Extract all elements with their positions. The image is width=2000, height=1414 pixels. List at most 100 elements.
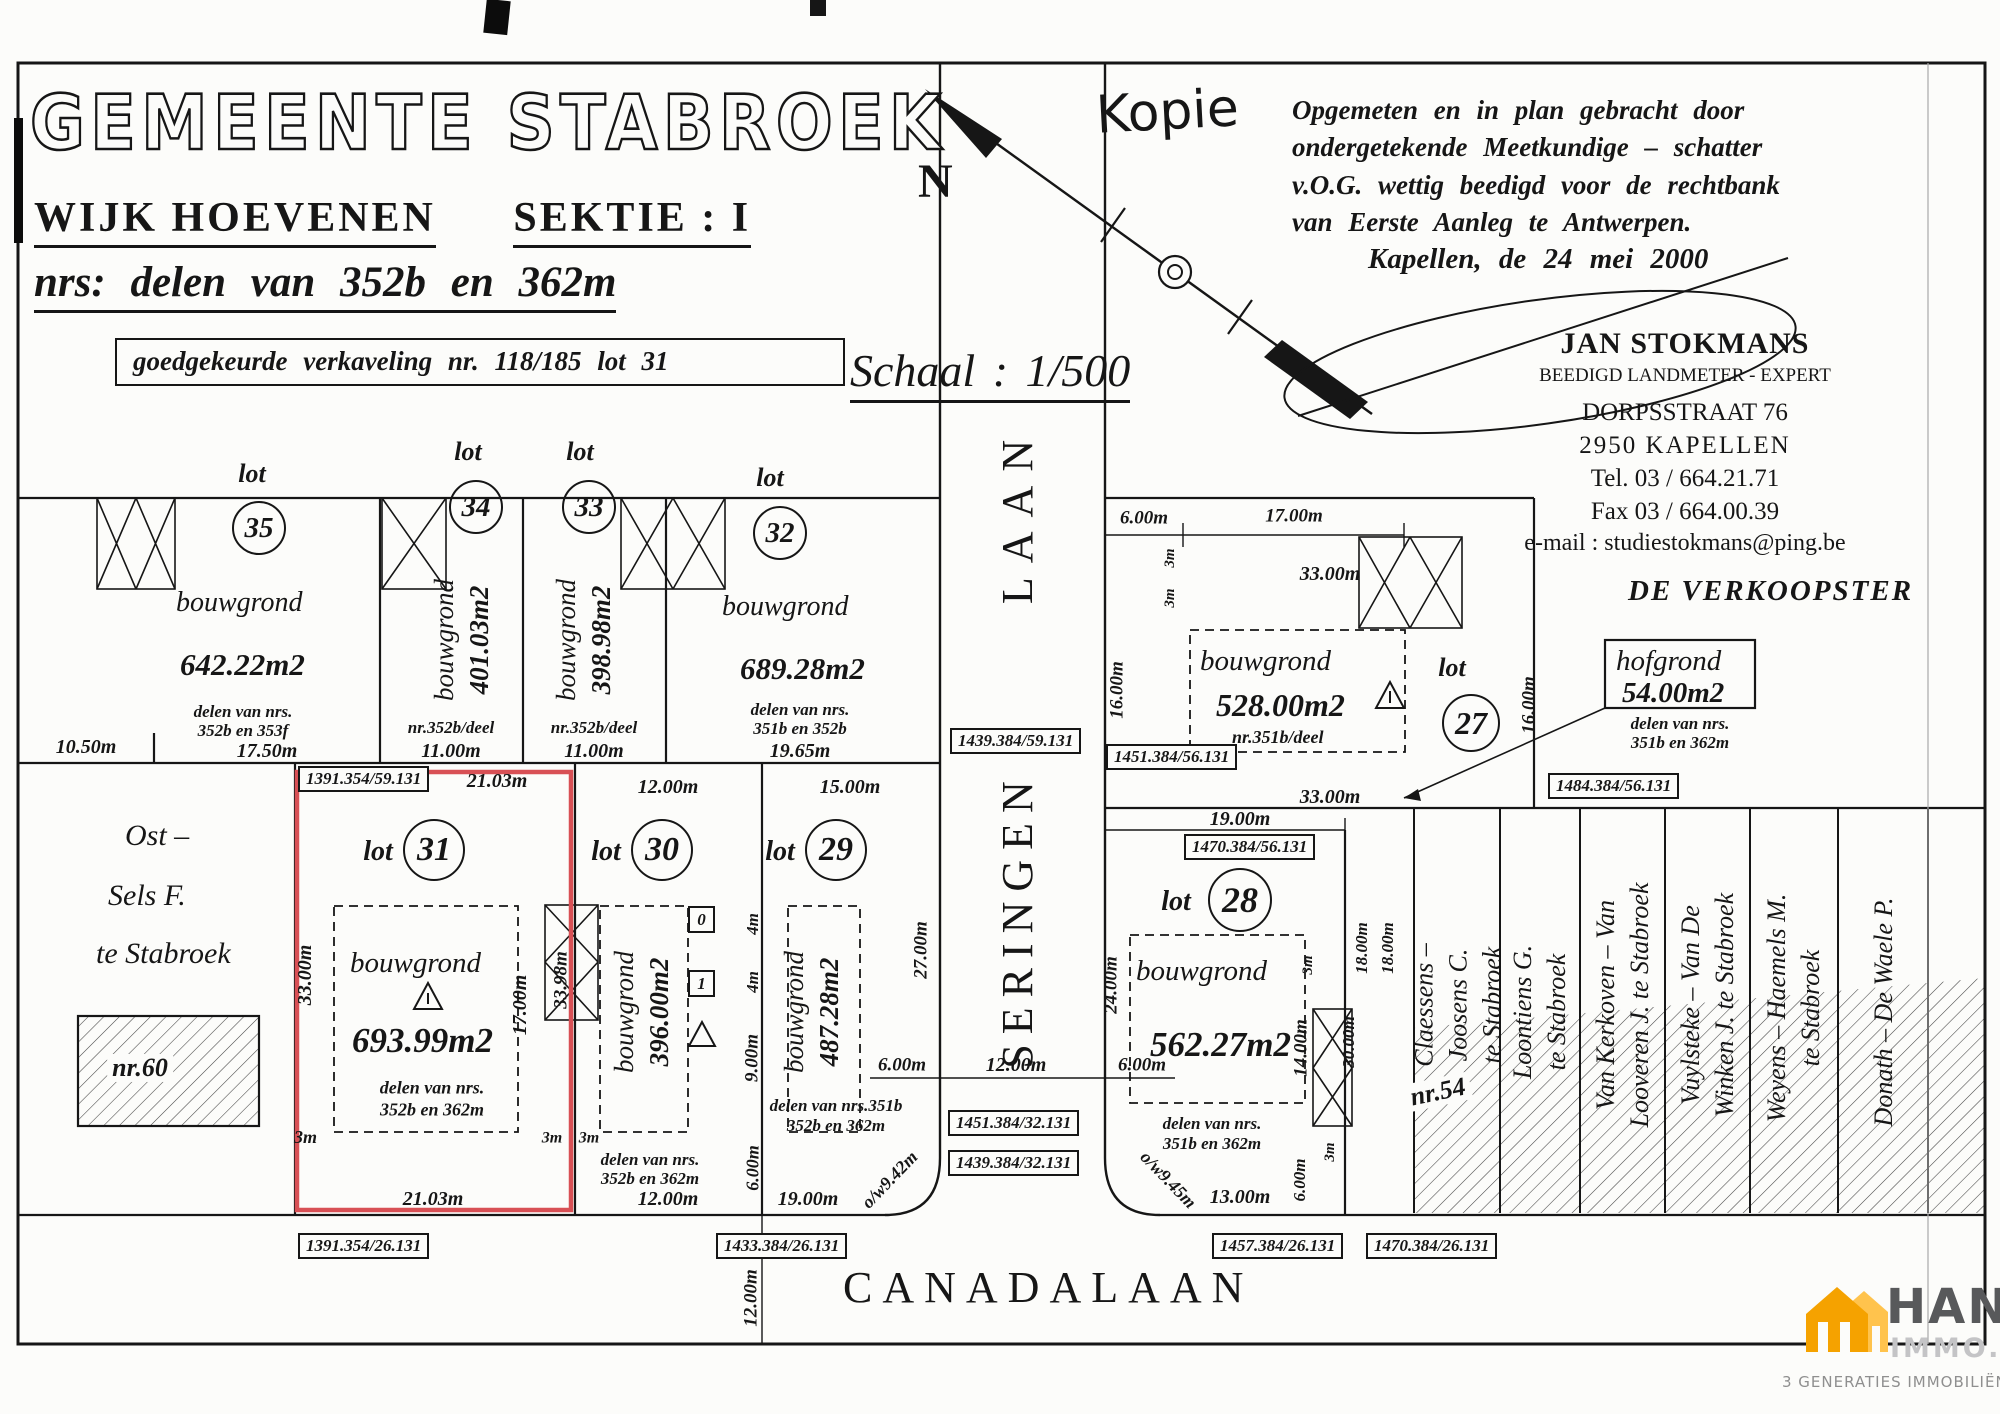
dim-lot30-bottom: 12.00m	[637, 1188, 699, 1211]
dim-lot30-4b: 4m	[742, 971, 762, 993]
logo-house-icon	[1806, 1287, 1888, 1352]
lot-33-use-area: bouwgrond 398.98m2	[549, 579, 619, 701]
dim-lot28-left: 24.00m	[1100, 956, 1122, 1014]
dim-lot29-top: 15.00m	[819, 776, 881, 799]
lot-31-area: 693.99m2	[352, 1021, 493, 1060]
dim-lot27-16-left: 16.00m	[1106, 661, 1128, 719]
dim-lot30-top: 12.00m	[637, 776, 699, 799]
dim-lot31-3m: 3m	[294, 1127, 318, 1147]
lot-29-parcels-1: delen van nrs.351b	[769, 1095, 903, 1115]
neighbor-vuylsteke-l1: Vuylsteke – Van De	[1676, 905, 1706, 1105]
dim-lot35-left: 10.50m	[55, 736, 117, 759]
neighbor-vuylsteke-l2: Winken J. te Stabroek	[1710, 892, 1739, 1118]
lot-32-area: 689.28m2	[740, 651, 865, 686]
lot-34-parcels-1: nr.352b/deel	[407, 717, 495, 737]
ref-right-upper: 1484.384/56.131	[1548, 773, 1680, 799]
dim-lot30-3b: 3m	[578, 1129, 600, 1147]
lot-35-word: lot	[238, 458, 266, 488]
statement-line-2: ondergetekende Meetkundige – schatter	[1292, 132, 1763, 163]
neighbor-van-kerkoven-l1: Van Kerkoven – Van	[1591, 899, 1621, 1111]
neighbor-van-kerkoven: Van Kerkoven – Van Looveren J. te Stabro…	[1589, 883, 1657, 1128]
lot-29-number: 29	[805, 819, 867, 881]
dim-lot28-3b: 3m	[1321, 1142, 1338, 1162]
dim-lot30-3a: 3m	[541, 1129, 563, 1147]
dim-lot29-bottom: 19.00m	[777, 1188, 839, 1211]
dim-lot33: 11.00m	[564, 740, 624, 763]
lot-32-use: bouwgrond	[722, 591, 849, 622]
lot-29-word: lot	[765, 835, 795, 867]
lot-31-parcels-1: delen van nrs.	[379, 1077, 485, 1098]
surveyor-dateline: Kapellen, de 24 mei 2000	[1368, 243, 1709, 275]
neighbor-donath-l1: Donath – De Waele P.	[1869, 897, 1899, 1127]
lot-33-word: lot	[566, 436, 594, 466]
building-outlines	[333, 629, 1406, 1133]
dim-lot28-14: 14.00m	[1290, 1019, 1312, 1077]
dim-street-6-left: 6.00m	[877, 1054, 927, 1076]
dim-lot28-bottom: 13.00m	[1209, 1186, 1271, 1209]
surveyor-city: 2950 KAPELLEN	[1579, 431, 1791, 459]
dim-lot34: 11.00m	[421, 740, 481, 763]
north-mark: N	[918, 155, 953, 208]
ref-lot28-top: 1470.384/56.131	[1184, 834, 1316, 860]
signature	[1283, 257, 1797, 435]
lot-30-use: bouwgrond	[608, 950, 639, 1074]
dim-lot30-9: 9.00m	[741, 1033, 763, 1083]
logo-name: HANS	[1886, 1279, 2000, 1335]
lot-30-parcels-1: delen van nrs.	[600, 1149, 700, 1169]
lot-34-number: 34	[449, 480, 503, 534]
neighbor-vuylsteke: Vuylsteke – Van De Winken J. te Stabroek	[1674, 893, 1742, 1117]
ref-lot31-top: 1391.354/59.131	[298, 766, 430, 792]
neighbor-strip-lines	[1413, 808, 1929, 1213]
section-label: SEKTIE : I	[513, 195, 752, 248]
lot-33-use: bouwgrond	[550, 578, 581, 702]
logo-domain: IMMO.BE	[1890, 1333, 2000, 1364]
dim-lot29-6: 6.00m	[742, 1145, 763, 1191]
plan-border	[16, 61, 1987, 1346]
dim-lot29-street: 27.00m	[910, 921, 932, 979]
dim-canadalaan-12: 12.00m	[740, 1269, 762, 1327]
lot-32-parcels-2: 351b en 352b	[753, 718, 847, 738]
lot-34-area: 401.03m2	[464, 585, 494, 695]
ref-bottom-right: 1470.384/26.131	[1366, 1233, 1498, 1259]
district-label: WIJK HOEVENEN	[34, 195, 436, 248]
lot-27-parcels-1: nr.351b/deel	[1232, 727, 1324, 747]
lot-29-use: bouwgrond	[778, 950, 809, 1074]
dim-strip-31-30: 33.98m	[550, 951, 572, 1009]
lot-30-word: lot	[591, 835, 621, 867]
approval-box: goedgekeurde verkaveling nr. 118/185 lot…	[115, 338, 845, 386]
lot-31-number: 31	[403, 819, 465, 881]
neighbor-van-kerkoven-l2: Looveren J. te Stabroek	[1625, 882, 1654, 1128]
dim-lot28-18b: 18.00m	[1377, 922, 1397, 974]
owner-west-line-1: Ost –	[125, 819, 190, 852]
surveyor-name: JAN STOKMANS	[1560, 327, 1810, 360]
dim-lot31-top: 21.03m	[466, 770, 528, 793]
scale-label: Schaal : 1/500	[850, 346, 1131, 403]
lot-29-use-area: bouwgrond 487.28m2	[777, 951, 847, 1073]
dim-street-12: 12.00m	[985, 1054, 1047, 1077]
dim-lot28-18a: 18.00m	[1351, 922, 1371, 974]
dim-lot35-right: 17.50m	[236, 740, 298, 763]
lot-32-word: lot	[756, 462, 784, 492]
dim-lot31-bottom: 21.03m	[402, 1188, 464, 1211]
district-section-line: WIJK HOEVENEN SEKTIE : I	[34, 195, 752, 248]
dim-lot27-33-bottom: 33.00m	[1299, 786, 1361, 809]
lot-30-number: 30	[631, 819, 693, 881]
ref-bottom-lot31: 1391.354/26.131	[298, 1233, 430, 1259]
lot-28-number: 28	[1208, 868, 1272, 932]
lot-28-area: 562.27m2	[1150, 1025, 1291, 1064]
dim-street-6-right: 6.00m	[1117, 1054, 1167, 1076]
hofgrond-area: 54.00m2	[1622, 677, 1725, 709]
boundary-marker-triangles	[412, 679, 1406, 1047]
lot-34-word: lot	[454, 436, 482, 466]
neighbor-donath: Donath – De Waele P.	[1867, 898, 1901, 1127]
lot-35-use: bouwgrond	[176, 587, 303, 618]
ref-street-mid-b: 1439.384/32.131	[948, 1150, 1080, 1176]
statement-line-4: van Eerste Aanleg te Antwerpen.	[1292, 206, 1692, 237]
lot-35-parcels-1: delen van nrs.	[193, 701, 293, 721]
neighbor-loontiens-l1: Loontiens G.	[1508, 944, 1538, 1080]
parcel-numbers-label: nrs: delen van 352b en 362m	[34, 259, 617, 314]
dim-lot28-3a: 3m	[1299, 955, 1316, 975]
municipality-title: GEMEENTE STABROEK	[29, 77, 947, 169]
surveyor-street: DORPSSTRAAT 76	[1582, 398, 1788, 426]
